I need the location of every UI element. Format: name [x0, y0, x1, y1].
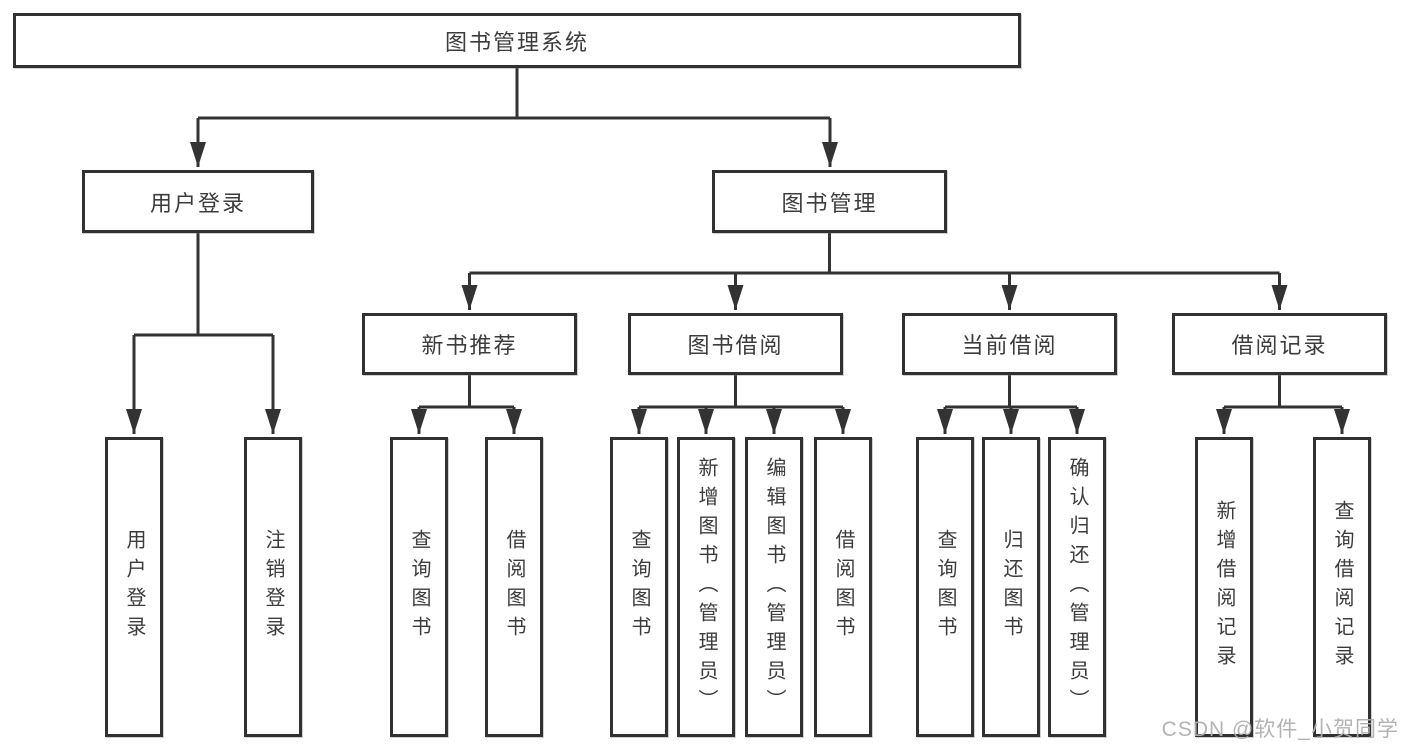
leaf-rec-query-record-label: 查询借阅记录 — [1331, 500, 1353, 674]
leaf-logout: 注销登录 — [244, 437, 302, 737]
leaf-bb-borrow-books-label: 借阅图书 — [832, 529, 854, 645]
leaf-cb-return-books: 归还图书 — [982, 437, 1040, 737]
node-root-label: 图书管理系统 — [444, 29, 589, 55]
node-user-login-label: 用户登录 — [149, 190, 246, 216]
leaf-nb-borrow-books: 借阅图书 — [485, 437, 543, 737]
leaf-bb-edit-books-admin-label: 编辑图书（管理员） — [763, 456, 785, 718]
leaf-cb-query-books-label: 查询图书 — [934, 529, 956, 645]
leaf-bb-query-books: 查询图书 — [610, 437, 668, 737]
leaf-nb-query-books: 查询图书 — [390, 437, 448, 737]
leaf-bb-query-books-label: 查询图书 — [628, 529, 650, 645]
leaf-bb-add-books-admin: 新增图书（管理员） — [677, 437, 735, 737]
leaf-rec-add-record: 新增借阅记录 — [1195, 437, 1253, 737]
node-borrow-records-label: 借阅记录 — [1231, 333, 1328, 358]
node-borrow-records: 借阅记录 — [1172, 313, 1387, 375]
node-book-management: 图书管理 — [712, 170, 947, 233]
leaf-bb-borrow-books: 借阅图书 — [814, 437, 872, 737]
leaf-user-login: 用户登录 — [105, 437, 163, 737]
node-current-borrow-label: 当前借阅 — [961, 333, 1058, 358]
node-user-login: 用户登录 — [82, 170, 314, 233]
leaf-cb-return-books-label: 归还图书 — [1000, 529, 1022, 645]
node-new-book-recommend-label: 新书推荐 — [421, 333, 518, 358]
node-root: 图书管理系统 — [13, 13, 1021, 68]
leaf-nb-query-books-label: 查询图书 — [408, 529, 430, 645]
node-book-borrow: 图书借阅 — [628, 313, 843, 375]
leaf-cb-query-books: 查询图书 — [916, 437, 974, 737]
leaf-rec-query-record: 查询借阅记录 — [1313, 437, 1371, 737]
leaf-bb-edit-books-admin: 编辑图书（管理员） — [745, 437, 803, 737]
leaf-cb-confirm-return-admin-label: 确认归还（管理员） — [1066, 456, 1088, 718]
leaf-bb-add-books-admin-label: 新增图书（管理员） — [695, 456, 717, 718]
leaf-user-login-label: 用户登录 — [123, 529, 145, 645]
leaf-rec-add-record-label: 新增借阅记录 — [1213, 500, 1235, 674]
node-new-book-recommend: 新书推荐 — [362, 313, 577, 375]
leaf-nb-borrow-books-label: 借阅图书 — [503, 529, 525, 645]
leaf-cb-confirm-return-admin: 确认归还（管理员） — [1048, 437, 1106, 737]
node-book-management-label: 图书管理 — [781, 190, 878, 216]
csdn-watermark: CSDN @软件_小贺同学 — [1161, 718, 1399, 741]
node-current-borrow: 当前借阅 — [902, 313, 1117, 375]
node-book-borrow-label: 图书借阅 — [687, 333, 784, 358]
leaf-logout-label: 注销登录 — [262, 529, 284, 645]
